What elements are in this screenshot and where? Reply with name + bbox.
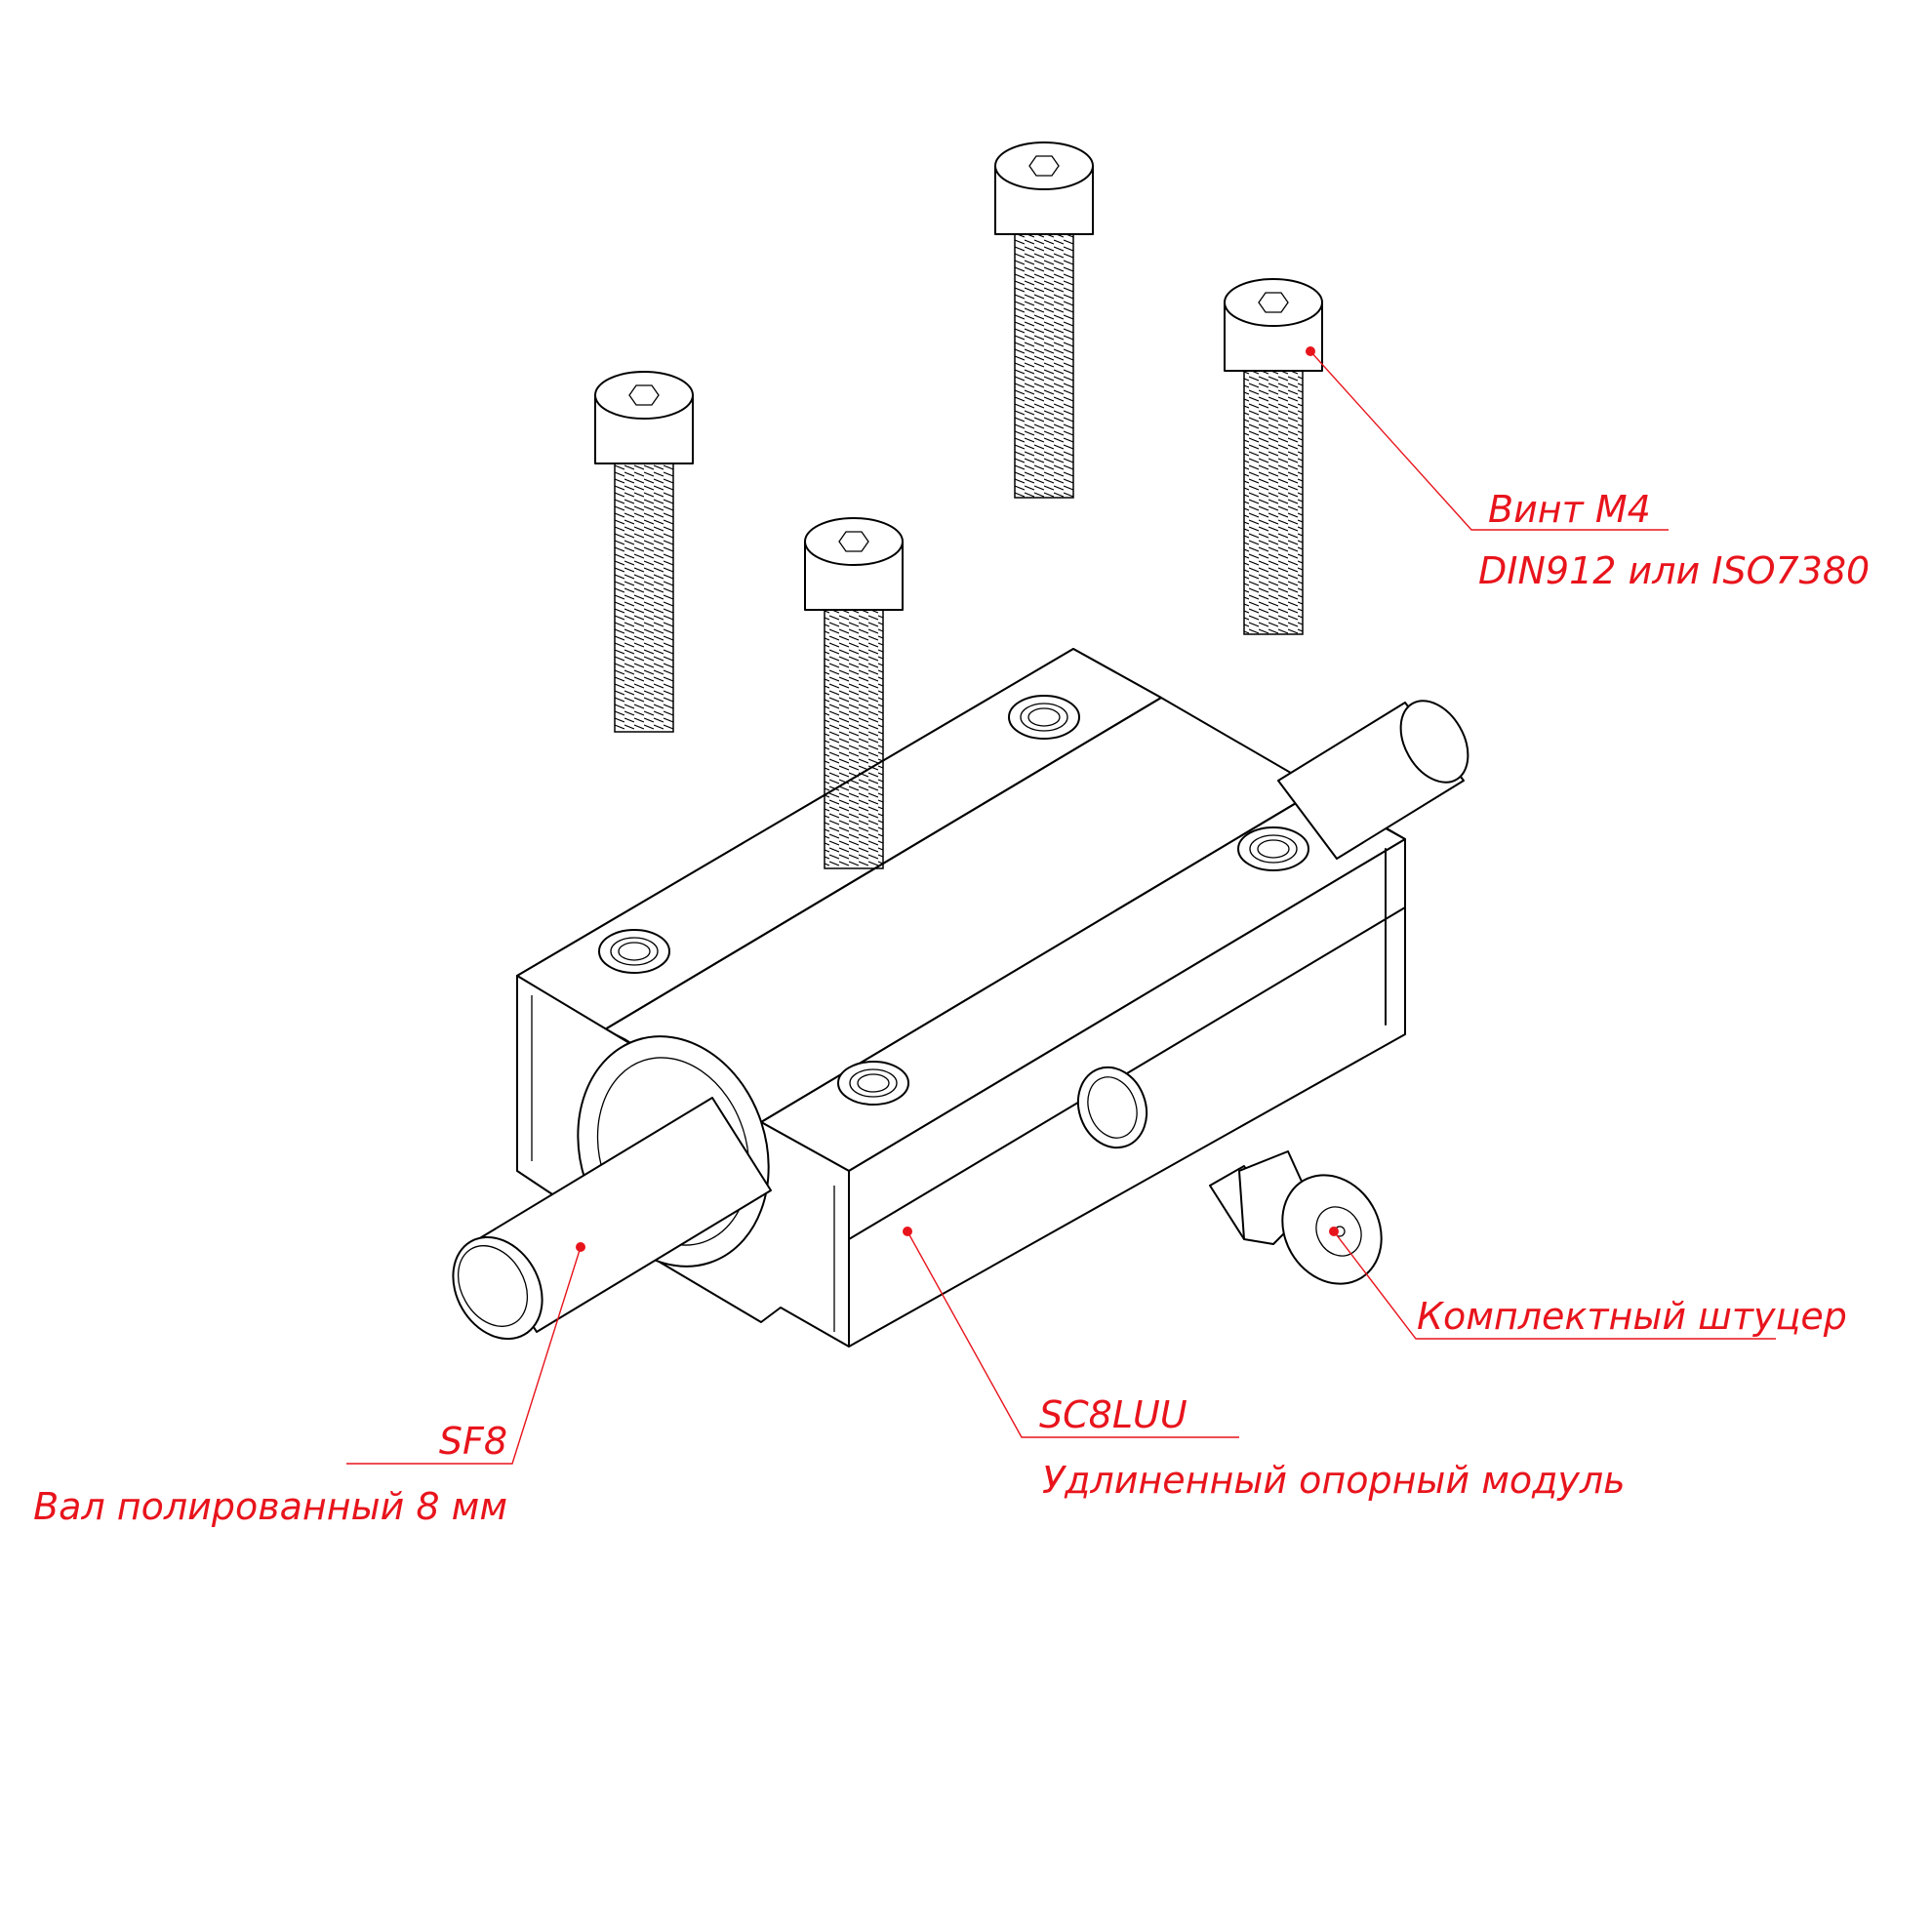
label-module-sub: Удлиненный опорный модуль [1042, 1459, 1626, 1502]
mounting-hole-3 [837, 1061, 909, 1106]
label-fitting: Комплектный штуцер [1417, 1295, 1847, 1338]
leader-screw [1306, 346, 1669, 531]
grease-fitting [1209, 1150, 1383, 1285]
screw-2 [804, 517, 904, 869]
mounting-hole-1 [598, 929, 670, 974]
leader-shaft [346, 1242, 585, 1465]
leader-module [903, 1227, 1239, 1438]
mounting-hole-2 [1008, 695, 1080, 740]
leader-fitting [1329, 1227, 1776, 1340]
mounting-hole-4 [1237, 826, 1309, 871]
label-screw-title: Винт М4 [1488, 488, 1651, 531]
screw-3 [994, 141, 1094, 499]
label-screw-sub: DIN912 или ISO7380 [1478, 549, 1870, 592]
label-module-title: SC8LUU [1039, 1393, 1187, 1436]
polished-shaft [452, 700, 1469, 1341]
screw-1 [594, 371, 694, 733]
label-shaft-title: SF8 [439, 1420, 507, 1463]
label-shaft-sub: Вал полированный 8 мм [33, 1485, 507, 1528]
screw-4 [1224, 278, 1323, 635]
